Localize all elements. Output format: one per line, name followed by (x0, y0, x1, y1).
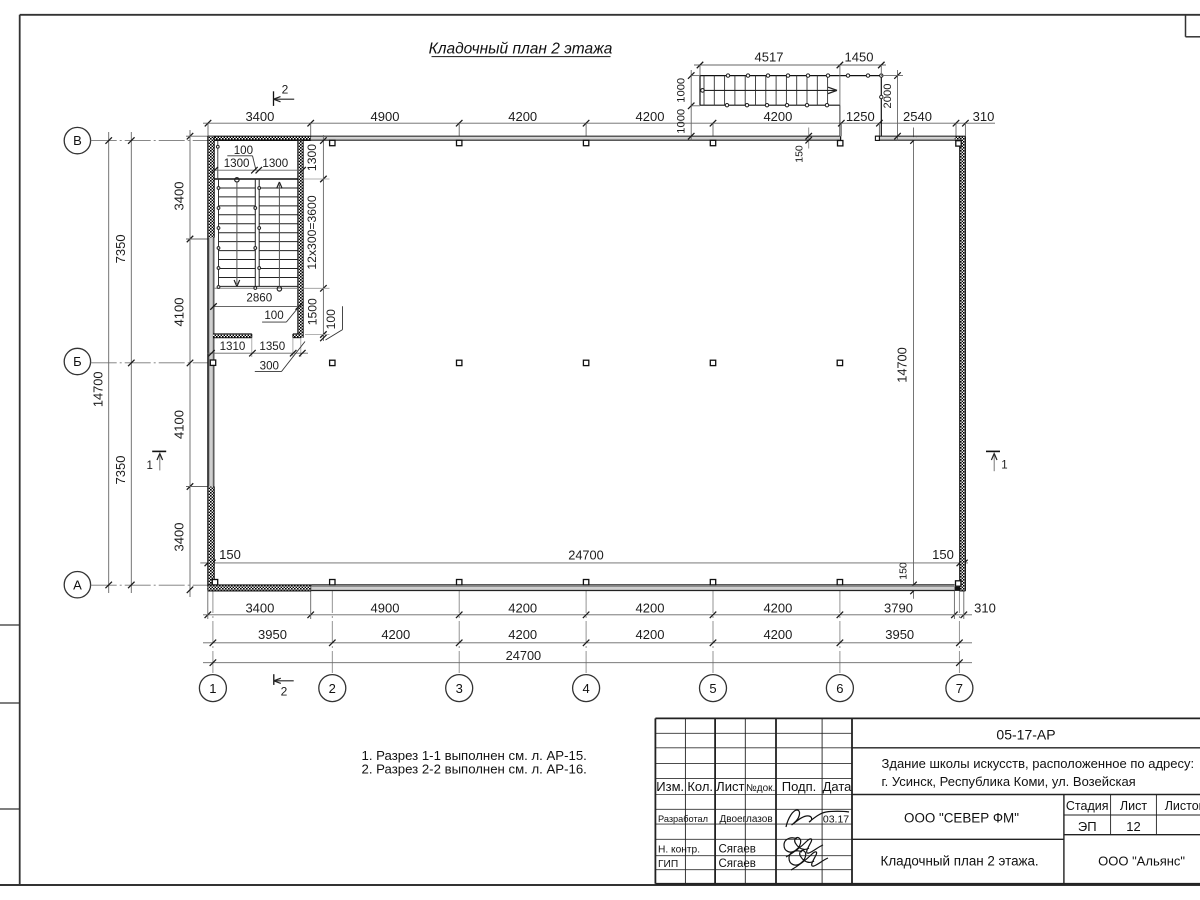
svg-text:100: 100 (234, 144, 253, 157)
svg-text:7: 7 (956, 681, 963, 696)
svg-text:3400: 3400 (245, 600, 274, 615)
svg-text:4200: 4200 (508, 627, 537, 642)
svg-text:Двоеглазов: Двоеглазов (720, 814, 773, 825)
svg-text:150: 150 (219, 547, 241, 562)
svg-text:1. Разрез 1-1 выполнен см. л.: 1. Разрез 1-1 выполнен см. л. АР-15. (362, 748, 587, 763)
svg-text:3950: 3950 (258, 627, 287, 642)
svg-text:4100: 4100 (172, 298, 187, 327)
svg-text:1: 1 (146, 460, 152, 472)
svg-text:1250: 1250 (846, 109, 875, 124)
svg-text:1: 1 (209, 681, 216, 696)
svg-text:1310: 1310 (220, 340, 246, 353)
svg-text:12: 12 (1126, 819, 1140, 834)
svg-text:300: 300 (260, 360, 279, 373)
svg-text:Кол.: Кол. (687, 779, 713, 794)
svg-text:Кладочный план 2 этажа: Кладочный план 2 этажа (429, 41, 613, 58)
svg-text:100: 100 (324, 309, 338, 330)
svg-text:2540: 2540 (903, 109, 932, 124)
svg-text:ООО "Альянс": ООО "Альянс" (1098, 854, 1185, 869)
svg-text:4900: 4900 (371, 600, 400, 615)
svg-text:1450: 1450 (845, 50, 874, 65)
svg-text:4: 4 (582, 681, 589, 696)
svg-text:4200: 4200 (508, 109, 537, 124)
svg-text:2860: 2860 (246, 292, 272, 305)
svg-text:Здание школы искусств, располо: Здание школы искусств, расположенное по … (882, 756, 1195, 771)
svg-text:4100: 4100 (172, 410, 187, 439)
svg-text:1: 1 (1001, 460, 1007, 472)
svg-text:Изм.: Изм. (656, 779, 684, 794)
svg-text:310: 310 (974, 600, 996, 615)
svg-text:2: 2 (329, 681, 336, 696)
svg-text:1350: 1350 (259, 340, 285, 353)
svg-text:2: 2 (282, 83, 289, 97)
svg-text:А: А (73, 577, 82, 592)
svg-text:150: 150 (898, 562, 910, 580)
svg-text:Листов: Листов (1165, 799, 1200, 813)
svg-text:3: 3 (456, 681, 463, 696)
svg-text:2000: 2000 (882, 84, 894, 109)
svg-text:5: 5 (709, 681, 716, 696)
svg-text:150: 150 (932, 547, 954, 562)
svg-text:Сягаев: Сягаев (719, 843, 756, 855)
svg-text:05-17-АР: 05-17-АР (996, 727, 1055, 743)
svg-text:7350: 7350 (113, 456, 128, 485)
svg-text:310: 310 (973, 109, 995, 124)
svg-text:ООО "СЕВЕР ФМ": ООО "СЕВЕР ФМ" (904, 810, 1019, 825)
svg-text:24700: 24700 (568, 547, 604, 562)
svg-text:4200: 4200 (636, 600, 665, 615)
svg-text:Кладочный план 2 этажа.: Кладочный план 2 этажа. (881, 854, 1039, 869)
svg-text:4517: 4517 (755, 50, 784, 65)
svg-text:3400: 3400 (245, 109, 274, 124)
svg-text:6: 6 (836, 681, 843, 696)
svg-text:3400: 3400 (172, 523, 187, 552)
svg-text:1000: 1000 (676, 78, 688, 103)
svg-text:1000: 1000 (676, 109, 688, 134)
svg-text:4200: 4200 (763, 627, 792, 642)
svg-text:2: 2 (281, 685, 288, 699)
svg-text:4200: 4200 (636, 109, 665, 124)
svg-text:12х300=3600: 12х300=3600 (305, 195, 319, 269)
svg-text:1300: 1300 (224, 157, 250, 170)
svg-text:7350: 7350 (113, 234, 128, 263)
svg-text:1300: 1300 (262, 157, 288, 170)
svg-text:4200: 4200 (763, 109, 792, 124)
svg-text:ГИП: ГИП (658, 859, 678, 870)
svg-text:4200: 4200 (636, 627, 665, 642)
svg-text:150: 150 (793, 145, 805, 163)
svg-text:Дата: Дата (823, 779, 853, 794)
svg-text:ЭП: ЭП (1078, 819, 1097, 834)
svg-text:Н. контр.: Н. контр. (658, 844, 700, 855)
svg-text:1300: 1300 (305, 144, 319, 171)
svg-text:г. Усинск, Республика Коми, ул: г. Усинск, Республика Коми, ул. Возейска… (882, 774, 1136, 789)
svg-text:4200: 4200 (508, 600, 537, 615)
svg-text:В: В (73, 133, 82, 148)
svg-text:1500: 1500 (306, 298, 320, 325)
svg-text:Разработал: Разработал (658, 814, 708, 824)
svg-text:4200: 4200 (381, 627, 410, 642)
svg-text:Лист: Лист (1120, 799, 1147, 813)
svg-text:3400: 3400 (172, 182, 187, 211)
svg-text:3950: 3950 (885, 627, 914, 642)
svg-text:14700: 14700 (91, 372, 106, 408)
svg-text:Сягаев: Сягаев (719, 858, 756, 870)
svg-text:Подп.: Подп. (782, 779, 817, 794)
svg-text:24700: 24700 (506, 648, 542, 663)
svg-text:100: 100 (264, 309, 283, 322)
svg-text:4900: 4900 (371, 109, 400, 124)
svg-text:№док.: №док. (746, 783, 775, 794)
svg-text:Лист: Лист (716, 779, 744, 794)
svg-text:3790: 3790 (884, 600, 913, 615)
svg-text:Стадия: Стадия (1066, 799, 1109, 813)
svg-text:Б: Б (73, 354, 82, 369)
svg-text:03.17: 03.17 (823, 813, 849, 825)
svg-text:2. Разрез 2-2 выполнен см. л.: 2. Разрез 2-2 выполнен см. л. АР-16. (362, 761, 587, 776)
svg-text:4200: 4200 (763, 600, 792, 615)
svg-text:14700: 14700 (895, 347, 910, 383)
